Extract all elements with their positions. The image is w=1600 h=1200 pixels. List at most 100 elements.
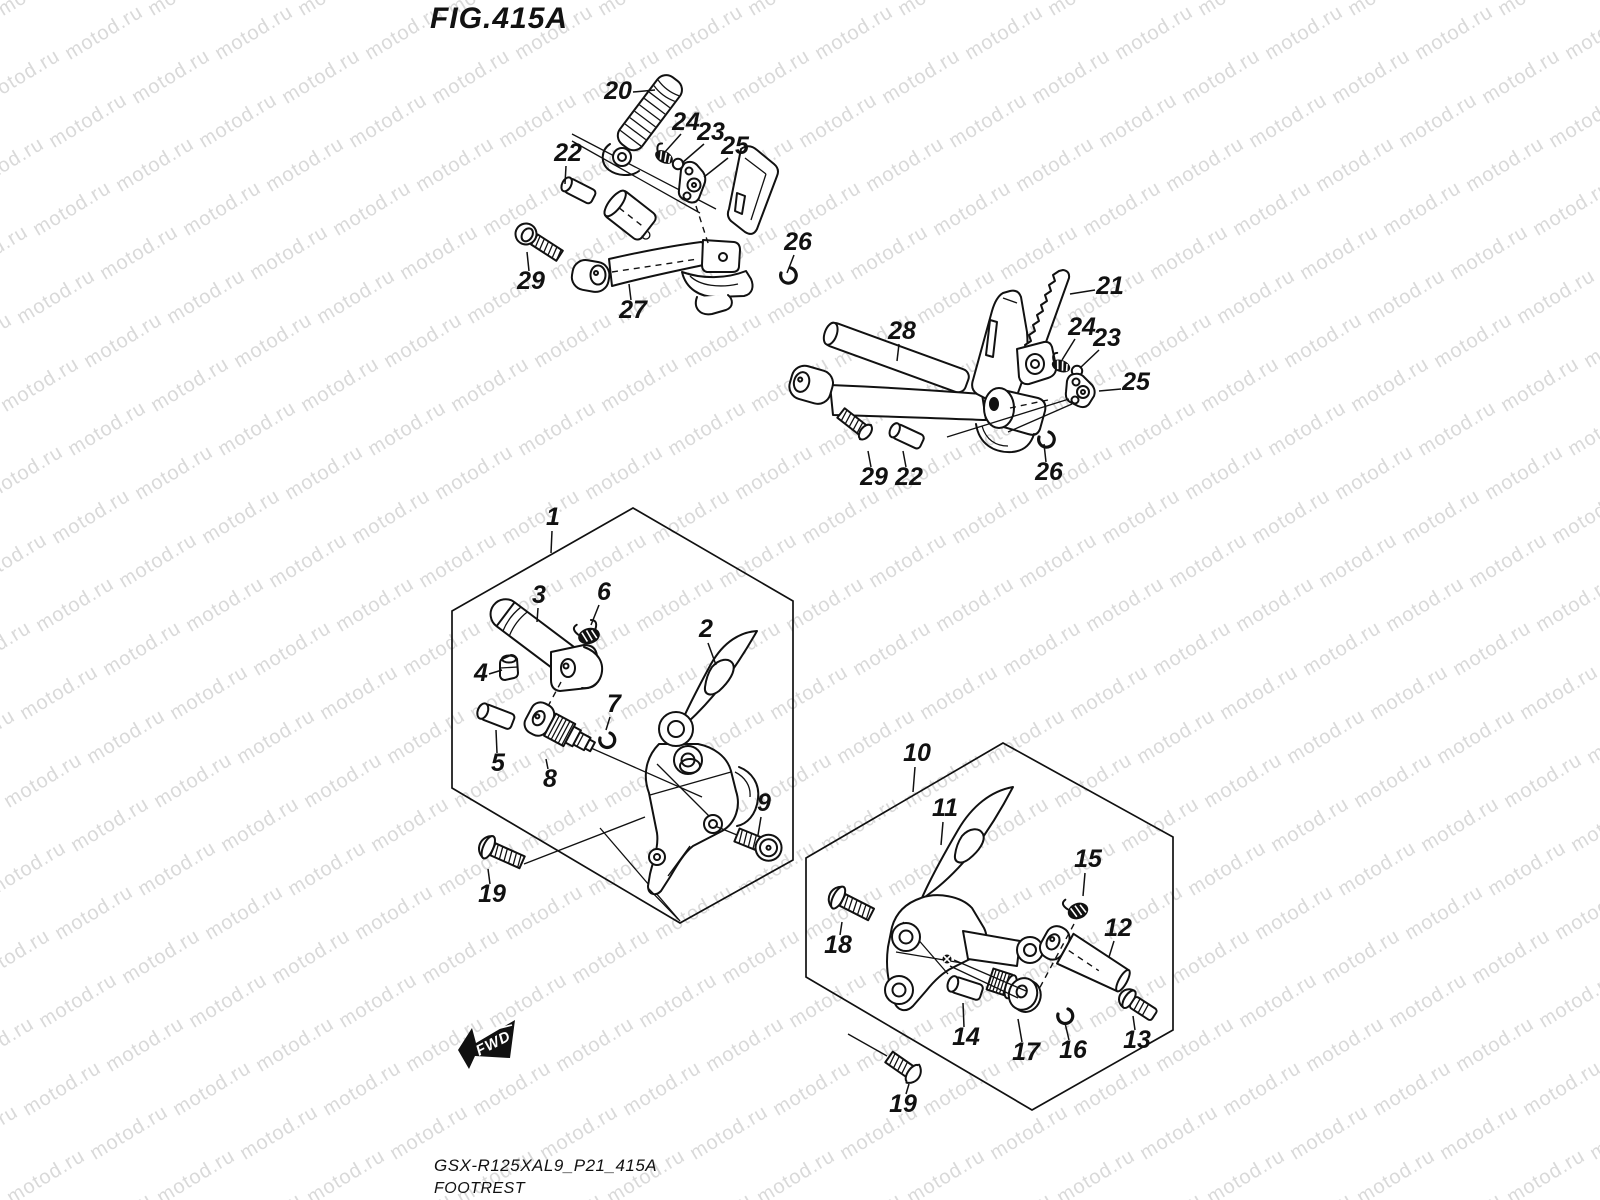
part-4-nut	[499, 654, 519, 681]
callout-26: 26	[783, 228, 813, 256]
part-24-spring	[655, 142, 673, 164]
callout-leader-21	[1069, 289, 1096, 295]
part-28-footrest-bar	[788, 321, 987, 421]
callout-21: 21	[1095, 272, 1124, 300]
assembly-10-front-footrest-right	[805, 742, 1174, 1111]
part-25-bracket-plate	[1064, 372, 1096, 409]
callout-14: 14	[952, 1023, 980, 1051]
callout-20: 20	[603, 77, 632, 105]
insertion-wedge-lines	[949, 959, 1027, 999]
callout-leader-10	[912, 766, 916, 793]
callout-1: 1	[546, 503, 560, 531]
part-27-footrest-bar	[570, 239, 741, 293]
part-12-footrest-bar	[1038, 925, 1131, 993]
part-24-spring	[1051, 351, 1071, 373]
callout-leader-24	[1061, 338, 1076, 361]
part-11-footrest-bracket	[884, 786, 1044, 1012]
callout-leader-26	[786, 254, 795, 274]
callout-23: 23	[696, 118, 725, 146]
part-16-e-clip	[1056, 1007, 1075, 1026]
insertion-wedge-line	[590, 747, 703, 798]
callout-leader-3	[536, 607, 539, 623]
part-25-bracket-plate	[677, 160, 707, 204]
boundary-inner-line	[599, 827, 681, 922]
callout-4: 4	[473, 659, 488, 687]
callout-leader-25	[1098, 388, 1122, 392]
callout-22: 22	[553, 139, 582, 167]
part-17-holder	[985, 967, 1042, 1013]
callout-12: 12	[1104, 914, 1132, 942]
callout-5: 5	[491, 749, 506, 777]
insertion-wedge-lines	[946, 398, 1073, 438]
callout-leader-29	[867, 450, 872, 468]
part-29-bolt	[836, 407, 873, 441]
callout-leader-14	[962, 1002, 965, 1028]
callout-29: 29	[516, 267, 545, 295]
callout-19: 19	[889, 1090, 917, 1118]
part-26-e-clip	[779, 266, 798, 285]
callout-11: 11	[932, 794, 958, 822]
callout-3: 3	[532, 581, 546, 609]
callout-leader-2	[707, 642, 717, 666]
part-spacer-collar	[603, 189, 657, 241]
part-hanger-bracket	[681, 145, 779, 316]
callout-25: 25	[1121, 368, 1151, 396]
callout-leader-5	[495, 729, 498, 754]
callout-leader-18	[839, 921, 843, 936]
callout-leader-26	[1043, 443, 1047, 463]
part-5-pin	[476, 702, 516, 730]
part-hanger-bracket	[971, 289, 1049, 454]
part-2-footrest-bracket	[644, 630, 760, 920]
callout-23: 23	[1092, 324, 1121, 352]
callout-10: 10	[903, 739, 931, 767]
callout-leader-22	[564, 165, 567, 185]
part-8-holder	[523, 701, 596, 753]
callout-leader-8	[545, 758, 549, 770]
callout-18: 18	[824, 931, 852, 959]
callout-leader-15	[1082, 872, 1086, 897]
part-22-pivot-pin	[560, 176, 597, 205]
callout-leader-29	[526, 251, 530, 272]
assembly-boundary-box	[451, 507, 794, 924]
part-22-pivot-pin	[888, 422, 925, 450]
callout-leader-28	[896, 343, 900, 362]
callout-7: 7	[607, 690, 622, 718]
part-20-footrest-rubber	[601, 74, 683, 176]
bolt-insertion-line	[714, 825, 738, 836]
part-19-bolt	[478, 835, 526, 870]
part-23-washer	[671, 157, 685, 171]
part-26-e-clip	[1037, 430, 1056, 449]
part-15-spring	[1061, 898, 1089, 920]
figure-name: FOOTREST	[434, 1180, 526, 1197]
part-21-footrest	[1016, 269, 1071, 386]
figure-code: GSX-R125XAL9_P21_415A	[434, 1156, 658, 1175]
callout-leader-1	[550, 530, 553, 554]
alignment-dash	[1037, 923, 1075, 992]
callout-6: 6	[597, 578, 612, 606]
callout-leader-9	[757, 816, 762, 836]
callout-leader-13	[1132, 1015, 1136, 1031]
callout-leader-27	[628, 283, 632, 301]
callout-25: 25	[720, 132, 750, 160]
callout-17: 17	[1012, 1038, 1041, 1066]
alignment-dash	[695, 205, 710, 247]
bolt-insertion-line	[847, 1033, 888, 1057]
callout-leader-24	[663, 133, 682, 154]
callout-leader-12	[1108, 940, 1115, 958]
callout-leader-7	[605, 716, 611, 731]
bar-mount-block	[701, 239, 741, 273]
part-6-spring	[572, 618, 600, 645]
assembly-rear-footrest-right	[788, 269, 1096, 454]
callout-15: 15	[1074, 845, 1103, 873]
part-7-e-clip	[598, 731, 617, 750]
callout-leader-17	[1017, 1018, 1023, 1043]
assembly-rear-footrest-left	[514, 74, 798, 316]
callout-leader-20	[632, 89, 656, 93]
callout-leader-4	[488, 669, 503, 675]
callout-leader-16	[1064, 1022, 1070, 1041]
part-peg-clevis	[550, 644, 603, 692]
callout-9: 9	[757, 789, 771, 817]
part-19-bolt	[884, 1050, 922, 1084]
